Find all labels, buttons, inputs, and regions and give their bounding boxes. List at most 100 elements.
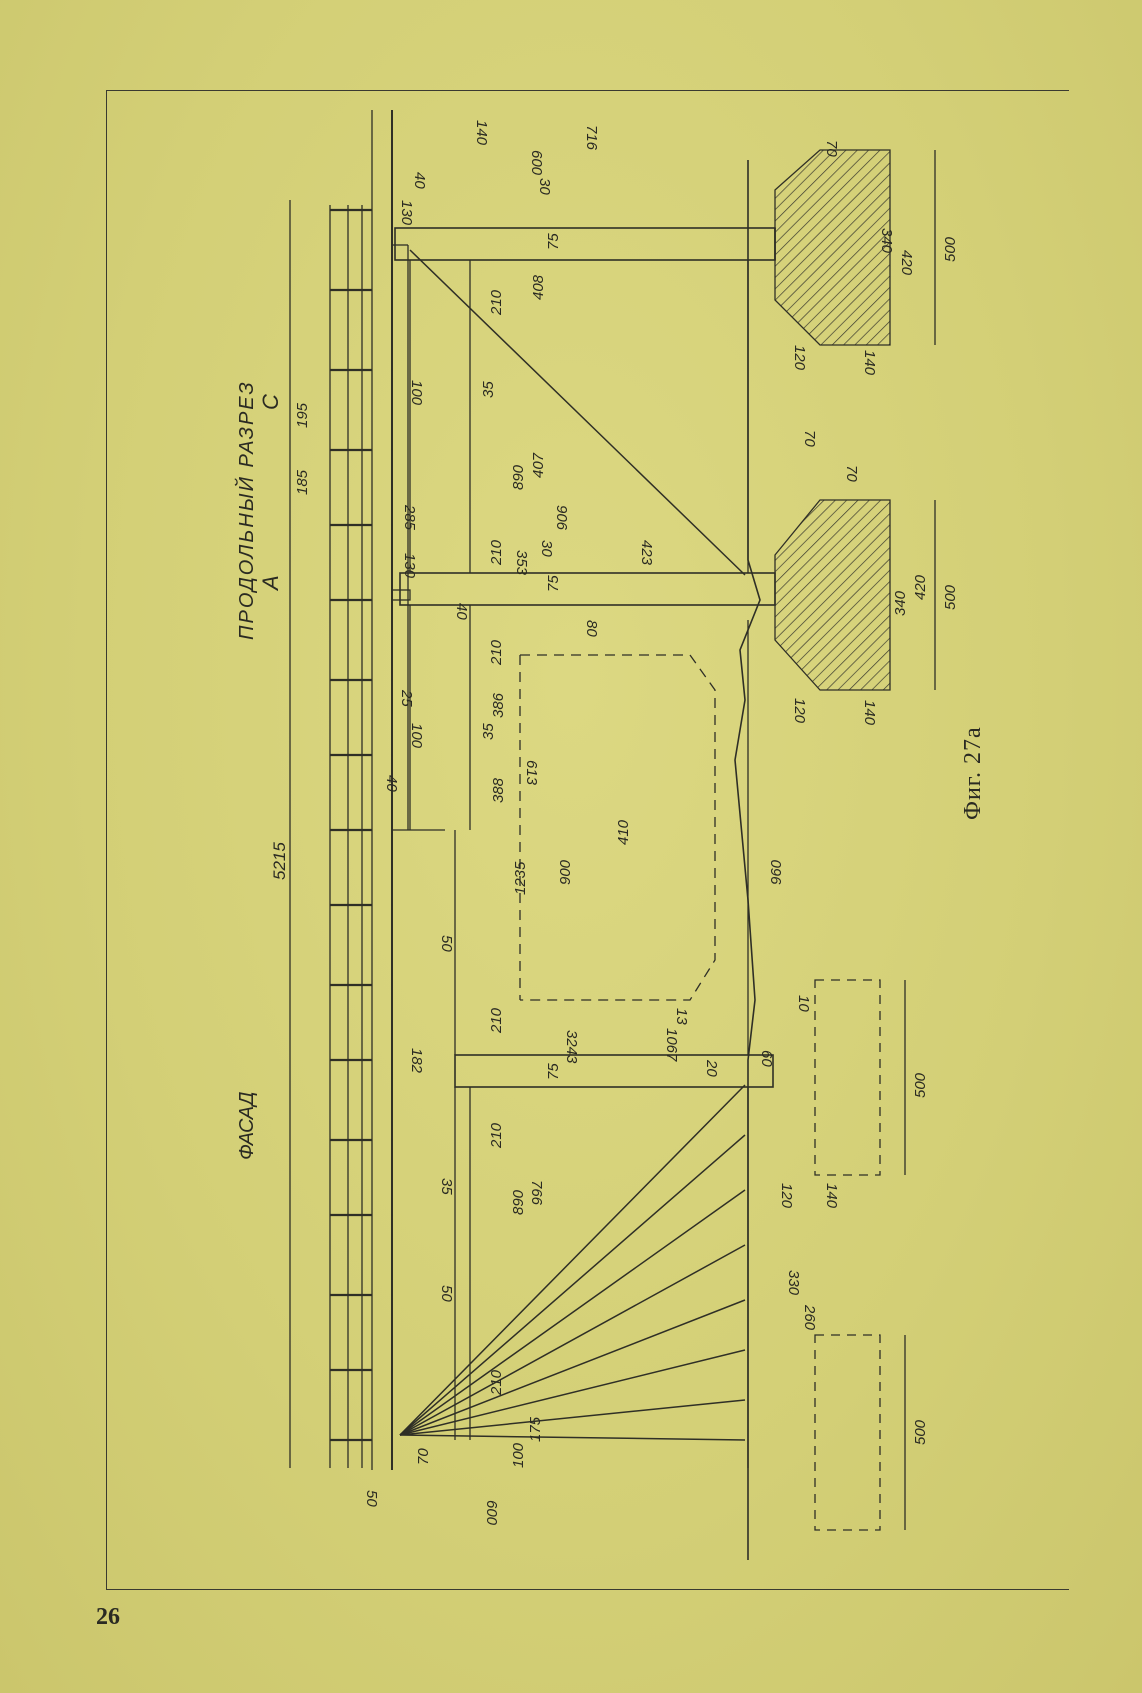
dim-890-b: 890 xyxy=(510,1189,527,1215)
dim-210-f: 210 xyxy=(488,1369,505,1395)
dim-total-length: 5215 xyxy=(270,842,289,880)
dim-1235: 1235 xyxy=(512,861,529,895)
dim-70-d: 70 xyxy=(801,430,818,447)
dim-210-a: 210 xyxy=(488,289,505,315)
dim-75-c: 75 xyxy=(545,1063,562,1080)
dashed-arch xyxy=(519,654,716,1001)
dim-890-a: 890 xyxy=(510,464,527,490)
dim-423: 423 xyxy=(638,540,655,566)
dim-386: 386 xyxy=(490,692,507,718)
dim-600-top: 600 xyxy=(528,150,545,176)
dim-960: 960 xyxy=(768,859,785,885)
dim-175: 175 xyxy=(527,1416,544,1442)
dim-210-c: 210 xyxy=(488,639,505,665)
dim-70-a: 70 xyxy=(415,1448,432,1465)
dim-35-a: 35 xyxy=(480,381,497,398)
dim-613: 613 xyxy=(523,760,540,786)
dim-500-c: 500 xyxy=(912,1072,929,1098)
dim-140-c: 140 xyxy=(861,700,878,726)
section-label: ПРОДОЛЬНЫЙ РАЗРЕЗ xyxy=(236,380,258,640)
pier-middle xyxy=(399,572,776,606)
dim-600-bottom: 600 xyxy=(483,1500,500,1526)
dim-140-d: 140 xyxy=(823,1183,840,1209)
foundation-dimensions xyxy=(904,150,936,1530)
dim-100-b: 100 xyxy=(408,723,425,749)
page-number: 26 xyxy=(96,1604,120,1630)
dim-340-b: 340 xyxy=(892,590,909,616)
dim-285: 285 xyxy=(401,505,418,531)
drawing-frame xyxy=(106,90,1069,1590)
deck-railing xyxy=(329,110,393,1470)
foundation-dashed-left xyxy=(814,979,881,1531)
dim-260: 260 xyxy=(801,1305,818,1331)
dim-100-c: 100 xyxy=(510,1442,527,1468)
dim-3243: 3243 xyxy=(563,1030,580,1064)
dim-766: 766 xyxy=(528,1180,545,1206)
dim-388: 388 xyxy=(490,777,507,803)
dim-50-a: 50 xyxy=(438,935,455,952)
dim-340-a: 340 xyxy=(878,228,895,254)
dim-408: 408 xyxy=(530,274,547,300)
dim-50-b: 50 xyxy=(438,1285,455,1302)
dim-120-c: 120 xyxy=(778,1183,795,1209)
dim-35-c: 35 xyxy=(438,1178,455,1195)
dim-500-d: 500 xyxy=(912,1419,929,1445)
dim-40-c: 40 xyxy=(453,603,470,620)
dim-60: 60 xyxy=(758,1050,775,1067)
dim-410: 410 xyxy=(615,819,632,845)
facade-label: ФАСАД xyxy=(236,1091,258,1160)
dim-420-a: 420 xyxy=(898,250,915,276)
foundation-middle xyxy=(774,499,891,691)
dim-130-a: 130 xyxy=(398,200,415,226)
dim-185: 185 xyxy=(294,469,311,495)
dim-80: 80 xyxy=(583,620,600,637)
section-mark-a: А xyxy=(258,575,283,590)
dim-900: 900 xyxy=(557,859,574,885)
dim-353: 353 xyxy=(513,550,530,576)
dim-35-b: 35 xyxy=(480,723,497,740)
dim-20: 20 xyxy=(703,1060,720,1077)
dim-182: 182 xyxy=(408,1048,425,1074)
dim-120-a: 120 xyxy=(791,345,808,371)
dim-195: 195 xyxy=(294,402,311,428)
foundation-right xyxy=(774,149,891,346)
dim-140-a: 140 xyxy=(473,120,490,146)
dim-130-b: 130 xyxy=(401,553,418,579)
dim-100-a: 100 xyxy=(408,380,425,406)
dim-906: 906 xyxy=(553,505,570,531)
dim-25: 25 xyxy=(398,690,415,707)
dim-75-a: 75 xyxy=(545,233,562,250)
dim-210-b: 210 xyxy=(488,539,505,565)
dim-210-d: 210 xyxy=(488,1007,505,1033)
dim-420-b: 420 xyxy=(912,574,929,600)
dim-75-b: 75 xyxy=(545,575,562,592)
dim-140-b: 140 xyxy=(861,350,878,376)
dim-10: 10 xyxy=(795,995,812,1012)
dim-407: 407 xyxy=(530,452,547,478)
dim-500-b: 500 xyxy=(942,584,959,610)
dim-210-e: 210 xyxy=(488,1122,505,1148)
dim-716: 716 xyxy=(583,125,600,151)
dim-40-a: 40 xyxy=(383,775,400,792)
section-mark-c: С xyxy=(258,394,283,410)
ground-line xyxy=(734,160,761,1560)
diagonal-braces xyxy=(399,249,746,1441)
dim-13: 13 xyxy=(673,1008,690,1025)
dim-70-b: 70 xyxy=(823,140,840,157)
dim-1067: 1067 xyxy=(663,1028,680,1062)
dim-500-a: 500 xyxy=(942,236,959,262)
figure-caption: Фиг. 27а xyxy=(960,726,986,820)
dim-70-c: 70 xyxy=(843,465,860,482)
dim-330: 330 xyxy=(785,1270,802,1296)
dim-120-b: 120 xyxy=(791,698,808,724)
dim-40-b: 40 xyxy=(411,172,428,189)
dim-30-b: 30 xyxy=(538,540,555,557)
pier-left xyxy=(454,1054,774,1088)
pier-right xyxy=(394,227,776,261)
girders xyxy=(409,260,749,1468)
dim-50-c: 50 xyxy=(363,1490,380,1507)
dim-30-a: 30 xyxy=(536,178,553,195)
railing-posts xyxy=(330,208,372,1442)
